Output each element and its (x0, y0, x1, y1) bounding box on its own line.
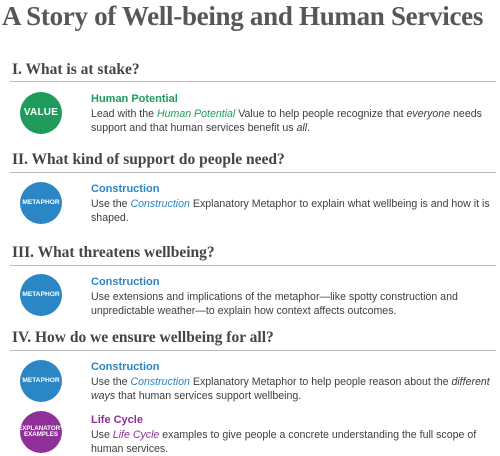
section-heading-threats: III. What threatens wellbeing? (12, 244, 215, 261)
item-title-life-cycle: Life Cycle (91, 414, 143, 426)
item-body-construction-ways: Use the Construction Explanatory Metapho… (91, 375, 491, 403)
body-text: Explanatory Metaphor to help people reas… (189, 376, 452, 388)
metaphor-badge-icon: METAPHOR (20, 274, 62, 316)
body-text: Explanatory Metaphor to explain what wel… (91, 198, 490, 224)
page-title: A Story of Well-being and Human Services (2, 1, 484, 31)
value-badge-icon: VALUE (20, 92, 62, 134)
body-text: Use (91, 429, 113, 441)
item-title-construction: Construction (91, 276, 160, 288)
section-heading-support: II. What kind of support do people need? (12, 151, 285, 168)
body-text: that human services support wellbeing. (115, 390, 302, 402)
body-text: Lead with the (91, 108, 157, 120)
item-title-human-potential: Human Potential (91, 93, 178, 105)
metaphor-badge-icon: METAPHOR (20, 360, 62, 402)
body-emphasis: all (296, 122, 308, 134)
section-divider (10, 81, 496, 82)
section-heading-stake: I. What is at stake? (12, 61, 140, 78)
metaphor-badge-icon: METAPHOR (20, 182, 62, 224)
body-emphasis: Human Potential (156, 108, 236, 120)
body-text: . (307, 122, 311, 134)
body-emphasis: everyone (406, 108, 451, 120)
item-body-construction-extensions: Use extensions and implications of the m… (91, 290, 491, 318)
body-text: Use extensions and implications of the m… (91, 291, 458, 317)
section-divider (10, 350, 496, 351)
body-text: Value to help people recognize that (235, 108, 407, 120)
body-emphasis: Life Cycle (112, 429, 160, 441)
section-divider (10, 265, 496, 266)
body-text: needs support and that human services be… (91, 108, 482, 134)
body-emphasis: different ways (91, 376, 490, 402)
item-title-construction: Construction (91, 183, 160, 195)
item-body-life-cycle: Use Life Cycle examples to give people a… (91, 428, 491, 456)
explanatory-examples-badge-icon: EXPLANATORY EXAMPLES (18, 411, 64, 453)
body-text: Use the (91, 376, 131, 388)
item-body-construction: Use the Construction Explanatory Metapho… (91, 197, 491, 225)
body-text: examples to give people a concrete under… (91, 429, 477, 455)
item-title-construction: Construction (91, 361, 160, 373)
body-emphasis: Construction (130, 376, 190, 388)
body-text: Use the (91, 198, 131, 210)
section-heading-ensure: IV. How do we ensure wellbeing for all? (12, 329, 274, 346)
item-body-human-potential: Lead with the Human Potential Value to h… (91, 107, 491, 135)
body-emphasis: Construction (130, 198, 190, 210)
section-divider (10, 172, 496, 173)
